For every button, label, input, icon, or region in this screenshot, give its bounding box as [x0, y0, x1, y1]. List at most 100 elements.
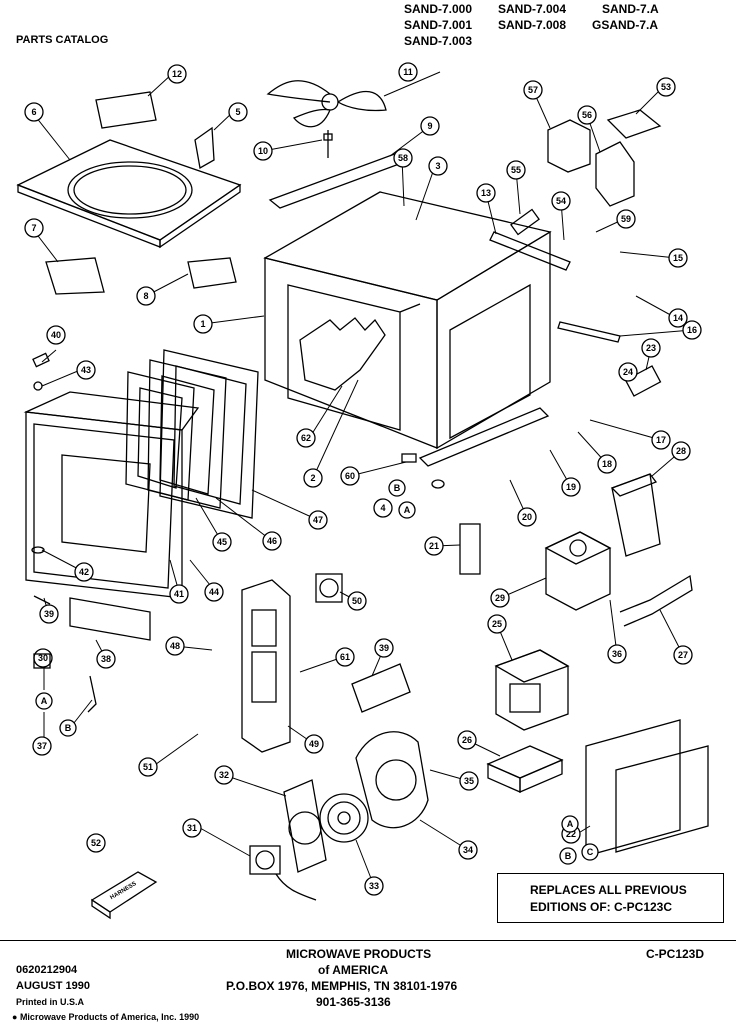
svg-text:39: 39 [44, 609, 54, 619]
svg-text:4: 4 [380, 503, 385, 513]
callout-9: 9 [420, 116, 440, 136]
copyright-line: ● Microwave Products of America, Inc. 19… [12, 1012, 200, 1022]
callout-18: 18 [597, 454, 617, 474]
svg-text:2: 2 [310, 473, 315, 483]
heater-grid-part [299, 317, 386, 391]
callout-42: 42 [74, 562, 94, 582]
callout-6: 6 [24, 102, 44, 122]
model-r0c0: SAND-7.000 [404, 2, 473, 16]
svg-text:36: 36 [612, 649, 622, 659]
screw-40 [32, 352, 50, 368]
svg-text:57: 57 [528, 85, 538, 95]
company-name-2: of AMERICA [318, 963, 389, 977]
part-5-bracket [194, 126, 215, 170]
svg-text:42: 42 [79, 567, 89, 577]
callout-35: 35 [459, 771, 479, 791]
svg-text:15: 15 [673, 253, 683, 263]
svg-text:49: 49 [309, 739, 319, 749]
svg-text:29: 29 [495, 593, 505, 603]
svg-text:10: 10 [258, 146, 268, 156]
svg-text:60: 60 [345, 471, 355, 481]
svg-text:53: 53 [661, 82, 671, 92]
callout-30: 30 [33, 648, 53, 668]
company-address: P.O.BOX 1976, MEMPHIS, TN 38101-1976 [226, 979, 458, 993]
svg-text:51: 51 [143, 762, 153, 772]
screw-43 [33, 381, 43, 391]
notice-line-2: EDITIONS OF: C-PC123C [530, 900, 673, 914]
cavity-box-part [263, 191, 552, 450]
callout-7: 7 [24, 218, 44, 238]
control-panel-part [241, 579, 291, 753]
callout-10: 10 [253, 141, 273, 161]
svg-text:7: 7 [31, 223, 36, 233]
svg-text:8: 8 [143, 291, 148, 301]
callout-37: 37 [32, 736, 52, 756]
part-57-box [547, 119, 591, 173]
harness-label: HARNESS [109, 881, 137, 901]
svg-text:5: 5 [235, 107, 240, 117]
callout-36: 36 [607, 644, 627, 664]
svg-text:C: C [587, 847, 594, 857]
callout-C: C [581, 843, 599, 861]
part-60-clip [401, 453, 417, 463]
footer-rule [0, 940, 736, 941]
part-39-shield [351, 663, 411, 713]
callout-2: 2 [303, 468, 323, 488]
screw-42 [31, 546, 45, 554]
svg-text:25: 25 [492, 619, 502, 629]
callout-27: 27 [673, 645, 693, 665]
svg-text:3: 3 [435, 161, 440, 171]
svg-text:46: 46 [267, 536, 277, 546]
callout-25: 25 [487, 614, 507, 634]
svg-text:55: 55 [511, 165, 521, 175]
callout-43: 43 [76, 360, 96, 380]
callout-B-mid: B [388, 479, 406, 497]
svg-text:58: 58 [398, 153, 408, 163]
callout-41: 41 [169, 584, 189, 604]
svg-text:24: 24 [623, 367, 633, 377]
callout-8: 8 [136, 286, 156, 306]
svg-text:56: 56 [582, 110, 592, 120]
callout-31: 31 [182, 818, 202, 838]
svg-text:26: 26 [462, 735, 472, 745]
callout-46: 46 [262, 531, 282, 551]
callout-21: 21 [424, 536, 444, 556]
doc-number: 0620212904 [16, 964, 78, 976]
callout-59: 59 [616, 209, 636, 229]
callout-26: 26 [457, 730, 477, 750]
callout-53: 53 [656, 77, 676, 97]
callout-14: 14 [668, 308, 688, 328]
model-r0c1: SAND-7.004 [498, 2, 567, 16]
svg-text:54: 54 [556, 196, 566, 206]
svg-text:38: 38 [101, 654, 111, 664]
callout-39-left: 39 [39, 604, 59, 624]
interlock-switch-part [459, 523, 481, 575]
callout-29: 29 [490, 588, 510, 608]
svg-text:22: 22 [566, 829, 576, 839]
svg-text:18: 18 [602, 459, 612, 469]
motor-mount-part [283, 779, 327, 873]
part-13-rail [489, 231, 571, 271]
callout-13: 13 [476, 183, 496, 203]
svg-text:39: 39 [379, 643, 389, 653]
callout-17: 17 [651, 430, 671, 450]
callout-44: 44 [204, 582, 224, 602]
waveguide-part [610, 473, 661, 557]
blower-wheel-part [319, 793, 369, 843]
model-r2c0: SAND-7.003 [404, 34, 473, 48]
callout-28: 28 [671, 441, 691, 461]
callout-group: 12 5 6 7 8 11 10 9 1 58 3 13 55 57 56 53… [24, 62, 702, 896]
latch-plate-part [69, 597, 151, 641]
svg-text:62: 62 [301, 433, 311, 443]
part-12-plate [95, 91, 157, 129]
harness-part [90, 871, 158, 920]
leader-lines [31, 71, 693, 887]
svg-text:48: 48 [170, 641, 180, 651]
callout-52: 52 [86, 833, 106, 853]
svg-text:45: 45 [217, 537, 227, 547]
hook-B [87, 675, 97, 713]
door-seal-part-47 [159, 349, 259, 519]
callout-32: 32 [214, 765, 234, 785]
screw-39 [33, 595, 51, 605]
svg-text:16: 16 [687, 325, 697, 335]
